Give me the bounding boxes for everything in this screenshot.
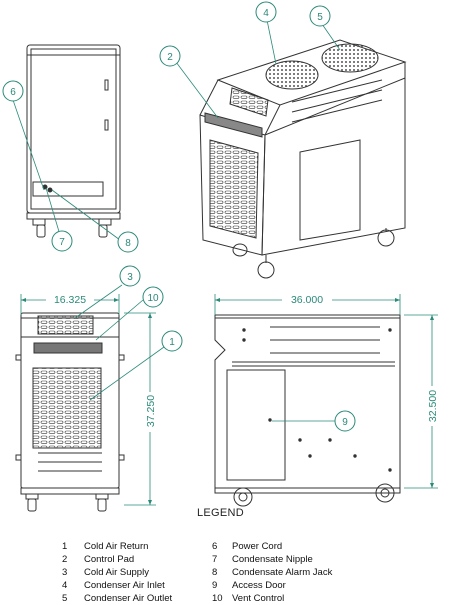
legend-item: 8 Condensate Alarm Jack — [212, 566, 332, 579]
callout-7: 7 — [51, 230, 73, 252]
callout-4: 4 — [255, 1, 277, 23]
legend-item: 3 Cold Air Supply — [62, 566, 172, 579]
callout-10-label: 10 — [147, 293, 159, 304]
callout-7-label: 7 — [59, 237, 65, 248]
legend-item-number: 4 — [62, 580, 68, 591]
callout-leaders — [12, 19, 341, 422]
callout-1-label: 1 — [169, 337, 175, 348]
legend-item: 4 Condenser Air Inlet — [62, 579, 172, 592]
legend-item-label: Vent Control — [232, 593, 285, 604]
legend-item-number: 10 — [212, 593, 223, 604]
dimension-side-width: 36.000 — [291, 294, 323, 306]
legend-item-number: 9 — [212, 580, 218, 591]
callout-4-label: 4 — [263, 8, 269, 19]
legend-item-number: 2 — [62, 554, 68, 565]
legend-item: 5 Condenser Air Outlet — [62, 592, 172, 605]
legend-item: 6 Power Cord — [212, 540, 332, 553]
isometric-view — [199, 39, 407, 279]
legend-title: LEGEND — [197, 507, 245, 519]
dimension-side-height: 32.500 — [427, 390, 439, 422]
legend-column-left: 1 Cold Air Return 2 Control Pad 3 Cold Air … — [62, 540, 172, 605]
legend-item-label: Cold Air Supply — [84, 567, 149, 578]
rear-view — [26, 44, 121, 238]
legend-item-number: 8 — [212, 567, 218, 578]
callout-8: 8 — [117, 231, 139, 253]
side-view — [214, 314, 401, 507]
callout-8-label: 8 — [125, 238, 131, 249]
legend-item: 7 Condensate Nipple — [212, 553, 332, 566]
legend-item: 9 Access Door — [212, 579, 332, 592]
legend-item: 10 Vent Control — [212, 592, 332, 605]
front-view — [15, 312, 125, 512]
legend-item-label: Condenser Air Outlet — [84, 593, 173, 604]
legend-column-right: 6 Power Cord 7 Condensate Nipple 8 Condensa… — [212, 540, 332, 605]
callout-3-label: 3 — [127, 272, 133, 283]
legend-item-number: 3 — [62, 567, 68, 578]
callout-6-label: 6 — [10, 87, 16, 98]
legend-item-label: Cold Air Return — [84, 541, 149, 552]
callout-3: 3 — [119, 265, 141, 287]
legend-item-label: Condenser Air Inlet — [84, 580, 165, 591]
legend-item-label: Condensate Alarm Jack — [232, 567, 333, 578]
dimension-front-width: 16.325 — [54, 294, 86, 306]
legend-item-label: Condensate Nipple — [232, 554, 313, 565]
legend-item-number: 7 — [212, 554, 218, 565]
callout-2-label: 2 — [167, 52, 173, 63]
dimension-front-height: 37.250 — [145, 395, 157, 427]
legend-item-number: 5 — [62, 593, 68, 604]
callout-2: 2 — [159, 45, 181, 67]
legend-item: 1 Cold Air Return — [62, 540, 172, 553]
callout-9: 9 — [334, 410, 356, 432]
legend-item-label: Power Cord — [232, 541, 283, 552]
legend-item-number: 6 — [212, 541, 218, 552]
legend-item-label: Control Pad — [84, 554, 135, 565]
callout-1: 1 — [161, 330, 183, 352]
callout-5: 5 — [309, 5, 331, 27]
callout-10: 10 — [142, 286, 164, 308]
callout-5-label: 5 — [317, 12, 323, 23]
callout-9-label: 9 — [342, 417, 348, 428]
legend-item-number: 1 — [62, 541, 68, 552]
legend-item-label: Access Door — [232, 580, 286, 591]
legend-item: 2 Control Pad — [62, 553, 172, 566]
callout-6: 6 — [2, 80, 24, 102]
callouts: 6 7 8 2 4 5 3 10 1 9 — [2, 1, 356, 432]
